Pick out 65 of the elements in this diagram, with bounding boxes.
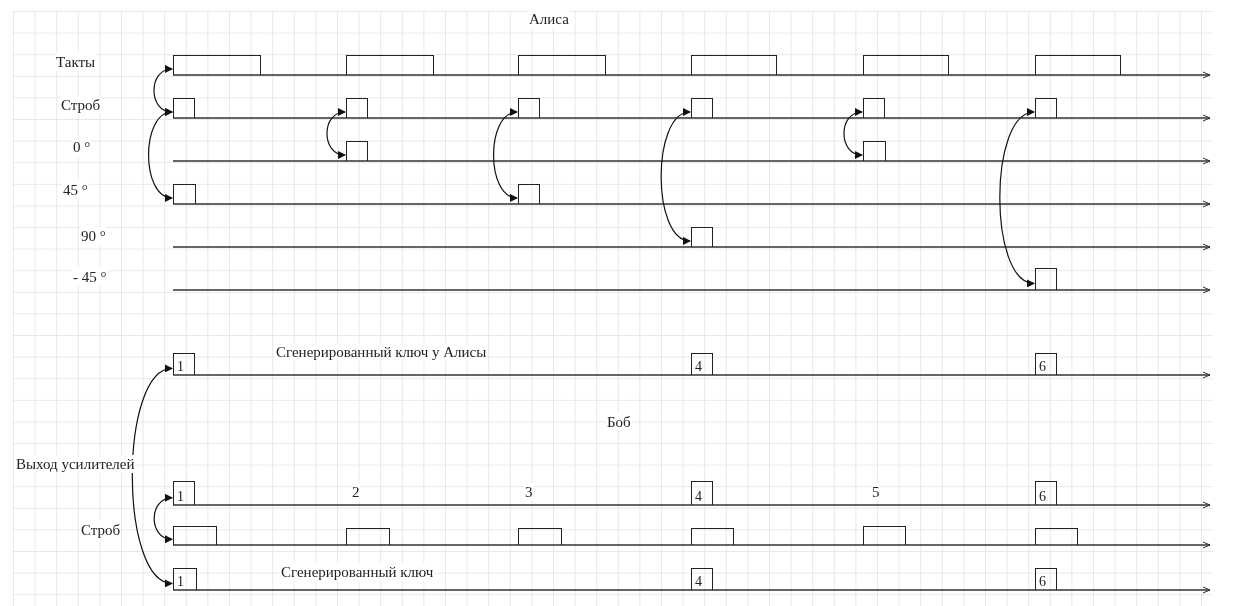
numbered-pulse <box>691 568 713 590</box>
numbered-pulse <box>173 568 197 590</box>
numbered-pulse <box>173 481 195 505</box>
curved-arrow <box>999 110 1035 286</box>
pulse <box>1035 528 1078 545</box>
pulse <box>1035 98 1057 118</box>
pulse <box>518 98 540 118</box>
pulse-number: 6 <box>1039 489 1046 505</box>
pulse <box>518 55 606 75</box>
numbered-pulse <box>1035 353 1057 375</box>
curved-arrow <box>843 109 863 158</box>
pulse <box>173 98 195 118</box>
signal-label: Строб <box>80 521 122 539</box>
signal-label: 45 ° <box>62 181 89 199</box>
pulse-number: 6 <box>1039 359 1046 375</box>
curved-arrow <box>326 109 346 158</box>
numbered-pulse <box>691 353 713 375</box>
pulse <box>863 526 906 545</box>
curved-arrow <box>153 494 173 543</box>
pulse-number: 6 <box>1039 574 1046 590</box>
row-caption: Сгенерированный ключ у Алисы <box>275 343 488 361</box>
curved-arrow <box>147 109 173 201</box>
pulse-number: 4 <box>695 359 702 375</box>
sample-number: 3 <box>524 483 534 501</box>
pulse <box>346 141 368 161</box>
pulse <box>691 98 713 118</box>
numbered-pulse <box>173 353 195 375</box>
signal-label: 0 ° <box>72 138 92 156</box>
pulse <box>173 55 261 75</box>
signal-label: - 45 ° <box>72 268 108 286</box>
curved-arrow <box>660 110 691 243</box>
pulse <box>346 98 368 118</box>
numbered-pulse <box>691 481 713 505</box>
sample-number: 2 <box>351 483 361 501</box>
pulse <box>173 526 217 545</box>
curved-arrow <box>492 109 518 201</box>
pulse-number: 4 <box>695 489 702 505</box>
signal-label: Такты <box>55 53 97 71</box>
sample-number: 5 <box>871 483 881 501</box>
row-caption: Сгенерированный ключ <box>280 563 435 581</box>
signal-label: Строб <box>60 96 102 114</box>
pulse <box>863 141 886 161</box>
pulse <box>863 98 885 118</box>
pulse <box>691 227 713 247</box>
pulse <box>1035 268 1057 290</box>
pulse <box>346 55 434 75</box>
pulse <box>1035 55 1121 75</box>
pulse <box>691 528 734 545</box>
signal-label: 90 ° <box>80 227 107 245</box>
numbered-pulse <box>1035 481 1057 505</box>
pulse-number: 1 <box>177 574 184 590</box>
pulse <box>691 55 777 75</box>
pulse <box>518 528 562 545</box>
numbered-pulse <box>1035 568 1057 590</box>
heading: Алиса <box>528 10 570 28</box>
pulse <box>173 184 196 204</box>
signal-label: Выход усилителей <box>15 455 136 473</box>
heading: Боб <box>606 413 632 431</box>
pulse <box>346 528 390 545</box>
pulse <box>863 55 949 75</box>
curved-arrow <box>131 366 173 585</box>
pulse <box>518 184 540 204</box>
pulse-number: 1 <box>177 489 184 505</box>
pulse-number: 1 <box>177 359 184 375</box>
pulse-number: 4 <box>695 574 702 590</box>
